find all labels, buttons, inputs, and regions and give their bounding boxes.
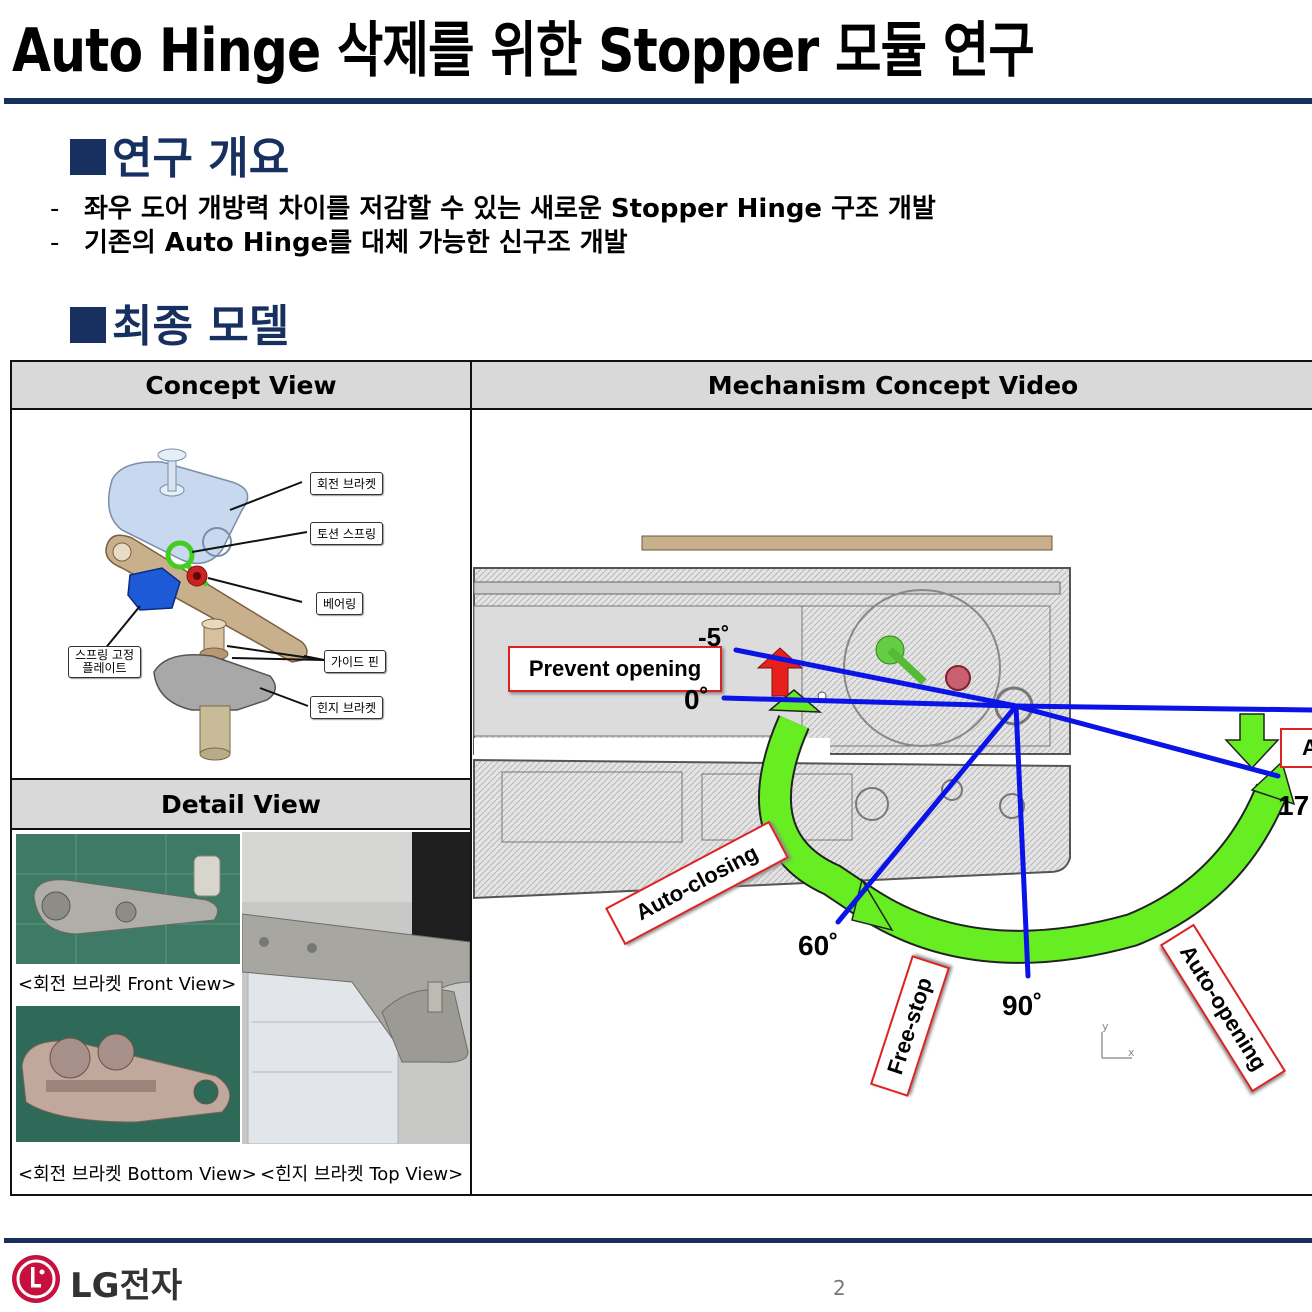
page-title: Auto Hinge 삭제를 위한 Stopper 모듈 연구 (12, 16, 1035, 86)
label-rotation-bracket: 회전 브라켓 (310, 472, 384, 495)
section-heading-final-model: 최종 모델 (70, 290, 289, 354)
title-divider (4, 98, 1312, 104)
photo-rotation-bracket-bottom (16, 1006, 240, 1142)
label-guide-pin: 가이드 핀 (324, 650, 386, 673)
footer-divider (4, 1238, 1312, 1243)
lg-logo-icon (12, 1255, 60, 1303)
partial-boxed-label: A (1280, 728, 1312, 768)
axis-x-label: x (1128, 1046, 1135, 1059)
caption-top-view: <힌지 브라켓 Top View> (260, 1164, 464, 1185)
photo-hinge-bracket-top (242, 832, 470, 1144)
caption-front-view: <회전 브라켓 Front View> (18, 974, 237, 995)
brand-name: LG전자 (70, 1266, 183, 1306)
square-bullet-icon (70, 139, 106, 175)
mechanism-video-header: Mechanism Concept Video (470, 360, 1312, 410)
page-number: 2 (833, 1276, 846, 1300)
overview-bullet-1: -좌우 도어 개방력 차이를 저감할 수 있는 새로운 Stopper Hing… (50, 194, 936, 224)
detail-view-header: Detail View (10, 778, 472, 830)
prevent-opening-label: Prevent opening (508, 646, 722, 692)
label-bearing: 베어링 (316, 592, 364, 615)
concept-view-header: Concept View (10, 360, 472, 410)
overview-bullet-2: -기존의 Auto Hinge를 대체 가능한 신구조 개발 (50, 228, 628, 258)
concept-view-cell: 회전 브라켓 토션 스프링 베어링 가이드 핀 힌지 브라켓 스프링 고정 플레… (10, 408, 472, 780)
photo-rotation-bracket-front (16, 834, 240, 964)
caption-bottom-view: <회전 브라켓 Bottom View> (18, 1164, 257, 1185)
mechanism-video-cell: Prevent opening -5˚ 0˚ 60˚ 90˚ 17 A Auto… (470, 408, 1312, 1196)
angle-0-label: 0˚ (684, 684, 709, 715)
square-bullet-icon (70, 307, 106, 343)
section-heading-overview: 연구 개요 (70, 122, 289, 186)
angle-17-label: 17 (1278, 790, 1310, 821)
detail-view-cell: <회전 브라켓 Front View> <회전 브라켓 Bottom View>… (10, 828, 472, 1196)
hinge-exploded-diagram (103, 448, 325, 761)
angle-60-label: 60˚ (798, 930, 839, 961)
axis-y-label: y (1102, 1020, 1109, 1033)
angle-minus5-label: -5˚ (698, 622, 730, 652)
label-torsion-spring: 토션 스프링 (310, 522, 384, 545)
angle-90-label: 90˚ (1002, 990, 1043, 1021)
label-hinge-bracket: 힌지 브라켓 (310, 696, 384, 719)
label-spring-plate: 스프링 고정 플레이트 (68, 646, 142, 678)
